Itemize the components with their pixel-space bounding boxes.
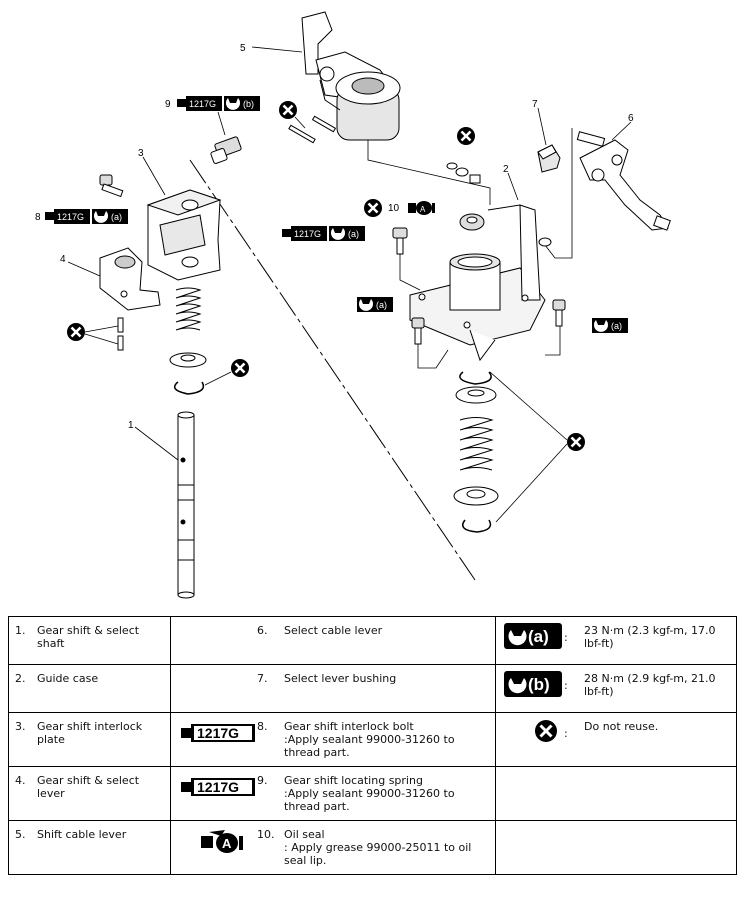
legend-cell: 5.Shift cable lever	[8, 820, 171, 875]
circlip-upper	[459, 371, 492, 385]
do-not-reuse-icon	[277, 99, 299, 121]
svg-text:(a): (a)	[111, 212, 122, 222]
legend-table: 1.Gear shift & select shaft 6.Select cab…	[8, 616, 737, 875]
torque-b-icon: (b)	[504, 671, 562, 700]
legend-cell: (a) : 23 N·m (2.3 kgf-m, 17.0 lbf-ft)	[495, 616, 737, 665]
locating-spring	[459, 417, 494, 471]
callout-3: 3	[138, 148, 144, 159]
interlock-plate	[146, 189, 222, 281]
legend-cell: 7.Select lever bushing	[170, 664, 496, 713]
sealant-icon: 1217G	[181, 722, 257, 747]
small-washer	[538, 237, 552, 247]
svg-text:1217G: 1217G	[197, 725, 239, 741]
select-cable-lever	[576, 131, 671, 231]
torque-a-icon: (a)	[504, 623, 562, 652]
do-not-reuse-icon	[362, 197, 384, 219]
sealant-icon: 1217G	[181, 776, 257, 801]
center-axis-line	[189, 159, 476, 581]
grease-icon: A	[408, 201, 435, 215]
legend-cell: 6.Select cable lever	[170, 616, 496, 665]
interlock-bolt	[99, 174, 124, 198]
do-not-reuse-icon	[229, 357, 251, 379]
exploded-view-diagram: 5 1217G (b) 9 3 1217G	[35, 11, 671, 599]
svg-text:(b): (b)	[528, 675, 550, 694]
small-pin	[446, 162, 481, 184]
sealant-tag-8: 1217G (a)	[45, 209, 128, 224]
callout-8: 8	[35, 212, 41, 223]
shift-select-lever	[99, 247, 161, 311]
gear-shift-select-shaft	[177, 411, 195, 599]
svg-text:A: A	[222, 836, 232, 851]
callout-2: 2	[503, 164, 509, 175]
torque-tag-right: (a)	[592, 318, 628, 333]
legend-cell: A 10. Oil seal: Apply grease 99000-25011…	[170, 820, 496, 875]
spring-pins	[288, 115, 337, 144]
do-not-reuse-icon	[565, 431, 587, 453]
legend-cell: 3.Gear shift interlock plate	[8, 712, 171, 767]
torque-tag-left: (a)	[357, 297, 393, 312]
legend-cell: 1217G 8. Gear shift interlock bolt:Apply…	[170, 712, 496, 767]
svg-text:(b): (b)	[243, 99, 254, 109]
svg-text:(a): (a)	[376, 300, 387, 310]
table-row: 1.Gear shift & select shaft 6.Select cab…	[8, 616, 737, 665]
legend-cell: 2.Guide case	[8, 664, 171, 713]
callout-4: 4	[60, 254, 66, 265]
legend-cell: (b) : 28 N·m (2.9 kgf-m, 21.0 lbf-ft)	[495, 664, 737, 713]
locating-spring-plug	[210, 136, 242, 164]
legend-cell: 1.Gear shift & select shaft	[8, 616, 171, 665]
callout-1: 1	[128, 420, 134, 431]
svg-text:1217G: 1217G	[294, 229, 321, 239]
do-not-reuse-icon	[65, 321, 87, 343]
do-not-reuse-icon	[455, 125, 477, 147]
svg-text:(a): (a)	[528, 627, 549, 646]
callout-6: 6	[628, 113, 634, 124]
svg-text:(a): (a)	[348, 229, 359, 239]
circlip	[173, 381, 205, 395]
table-row: 4.Gear shift & select lever 1217G 9. Gea…	[8, 766, 737, 821]
callout-7: 7	[532, 99, 538, 110]
shift-cable-lever	[301, 11, 401, 141]
svg-text:1217G: 1217G	[197, 779, 239, 795]
interlock-spring	[175, 287, 202, 331]
table-row: 2.Guide case 7.Select lever bushing (b) …	[8, 664, 737, 713]
guide-case-bolt-left	[411, 317, 425, 345]
table-row: 3.Gear shift interlock plate 1217G 8. Ge…	[8, 712, 737, 767]
circlip-lower	[462, 519, 492, 533]
guide-case	[409, 204, 546, 362]
svg-text:1217G: 1217G	[189, 99, 216, 109]
sealant-tag-9: 1217G (b)	[177, 96, 260, 111]
callout-5: 5	[240, 43, 246, 54]
guide-case-bolt	[392, 227, 408, 255]
guide-case-bolt-right	[552, 299, 566, 327]
do-not-reuse-icon	[534, 719, 558, 746]
svg-text:1217G: 1217G	[57, 212, 84, 222]
legend-cell	[495, 820, 737, 875]
svg-text:(a): (a)	[611, 321, 622, 331]
grease-icon: A	[201, 830, 251, 857]
svg-text:A: A	[420, 205, 426, 214]
legend-cell: 4.Gear shift & select lever	[8, 766, 171, 821]
table-row: 5.Shift cable lever A 10. Oil seal: Appl…	[8, 820, 737, 875]
callout-9: 9	[165, 99, 171, 110]
legend-cell	[495, 766, 737, 821]
legend-cell: 1217G 9. Gear shift locating spring:Appl…	[170, 766, 496, 821]
sealant-tag-center: 1217G (a)	[282, 226, 365, 241]
legend-cell: : Do not reuse.	[495, 712, 737, 767]
select-lever-bushing	[537, 144, 561, 173]
lever-pins	[117, 317, 124, 351]
callout-10: 10	[388, 203, 400, 214]
